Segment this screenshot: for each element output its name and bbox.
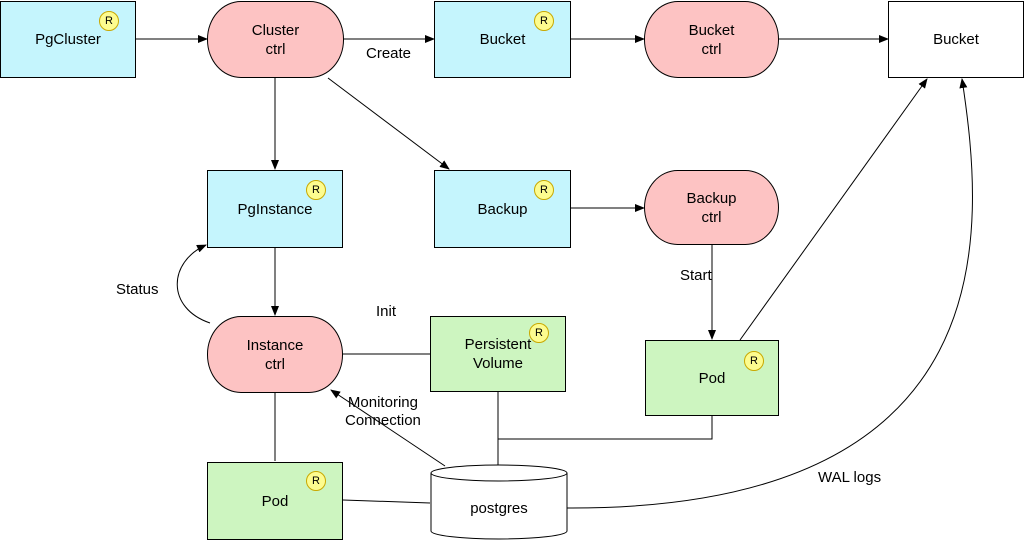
backup-resource-node[interactable]: Backup R	[434, 170, 571, 248]
cluster-ctrl-node[interactable]: Cluster ctrl	[207, 1, 344, 78]
edge-cluster-ctrl-to-backup	[327, 77, 450, 170]
persistent-volume-label: Persistent Volume	[464, 336, 532, 372]
bucket-resource-node[interactable]: Bucket R	[434, 1, 571, 78]
bucket-store-label: Bucket	[933, 31, 979, 48]
edge-postgres-wal-logs-to-bucket-store	[566, 78, 973, 509]
instance-ctrl-label: Instance ctrl	[246, 336, 304, 373]
pgcluster-label: PgCluster	[35, 31, 101, 48]
bucket-ctrl-node[interactable]: Bucket ctrl	[644, 1, 779, 78]
backup-pod-label: Pod	[698, 369, 726, 387]
pgcluster-node[interactable]: PgCluster R	[0, 1, 136, 78]
edge-postgres-monitoring-to-instance-ctrl	[330, 389, 446, 467]
resource-badge-icon: R	[306, 471, 326, 491]
edge-backup-pod-to-volume-line	[498, 416, 713, 440]
resource-badge-icon: R	[744, 351, 764, 371]
postgres-label: postgres	[470, 499, 528, 517]
bucket-store-node[interactable]: Bucket	[888, 1, 1024, 78]
cluster-ctrl-label: Cluster ctrl	[251, 21, 300, 58]
edge-label-init: Init	[376, 303, 397, 320]
resource-badge-icon: R	[99, 11, 119, 31]
persistent-volume-node[interactable]: Persistent Volume R	[430, 316, 566, 392]
backup-resource-label: Backup	[477, 200, 528, 218]
edge-label-start: Start	[680, 267, 712, 284]
edge-db-pod-to-postgres	[342, 499, 431, 504]
pginstance-label: PgInstance	[237, 200, 313, 218]
bucket-resource-label: Bucket	[479, 31, 526, 48]
edge-instance-ctrl-status-to-pginstance	[176, 244, 211, 324]
pginstance-node[interactable]: PgInstance R	[207, 170, 343, 248]
db-pod-node[interactable]: Pod R	[207, 462, 343, 540]
resource-badge-icon: R	[306, 180, 326, 200]
edge-label-status: Status	[116, 281, 159, 298]
instance-ctrl-node[interactable]: Instance ctrl	[207, 316, 343, 393]
postgres-node[interactable]: postgres	[431, 481, 567, 535]
edge-label-monitoring-connection: Monitoring Connection	[345, 394, 421, 429]
backup-pod-node[interactable]: Pod R	[645, 340, 779, 416]
db-pod-label: Pod	[261, 492, 289, 510]
postgres-cylinder-shape	[430, 464, 568, 540]
resource-badge-icon: R	[529, 323, 549, 343]
backup-ctrl-node[interactable]: Backup ctrl	[644, 170, 779, 245]
edge-label-wal-logs: WAL logs	[818, 469, 882, 486]
resource-badge-icon: R	[534, 180, 554, 200]
bucket-ctrl-label: Bucket ctrl	[688, 21, 735, 58]
edge-label-create: Create	[366, 45, 412, 62]
edge-backup-pod-to-bucket-store	[739, 78, 928, 341]
resource-badge-icon: R	[534, 11, 554, 31]
backup-ctrl-label: Backup ctrl	[686, 189, 737, 226]
